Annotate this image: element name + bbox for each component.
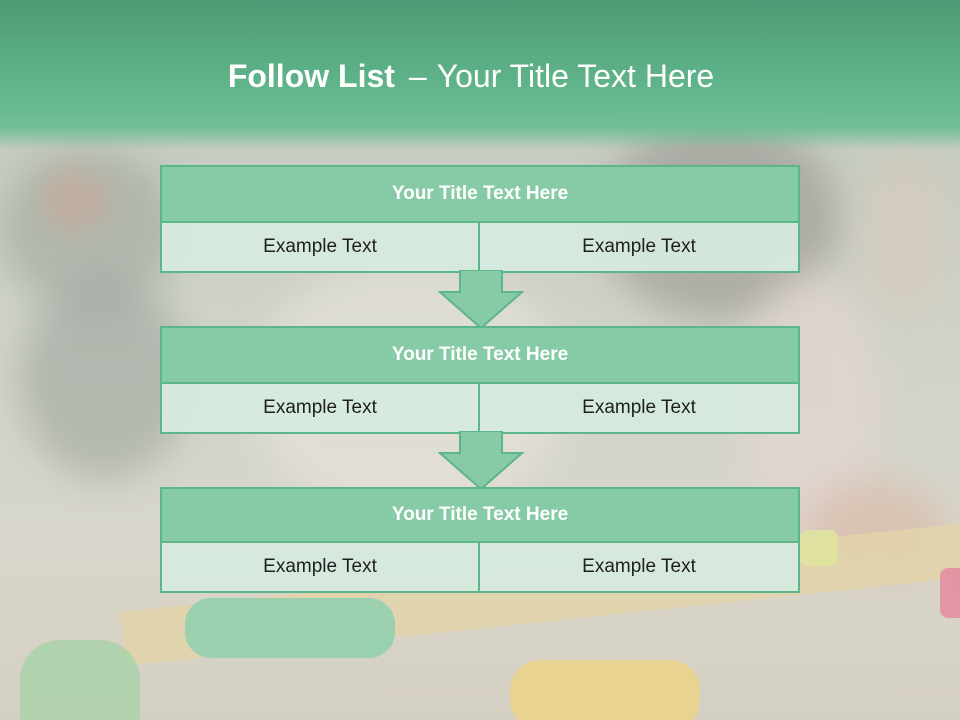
- step-title: Your Title Text Here: [160, 165, 800, 223]
- step-cell-right: Example Text: [478, 384, 800, 434]
- step-row: Example Text Example Text: [160, 223, 800, 273]
- slide-title: Follow List–Your Title Text Here: [0, 56, 942, 96]
- step-row: Example Text Example Text: [160, 543, 800, 593]
- down-arrow-icon: [438, 270, 524, 330]
- step-cell-right: Example Text: [478, 223, 800, 273]
- step-cell-left: Example Text: [160, 543, 480, 593]
- step-block-1: Your Title Text Here Example Text Exampl…: [160, 165, 800, 273]
- step-cell-right: Example Text: [478, 543, 800, 593]
- title-bold-part: Follow List: [227, 58, 395, 94]
- step-cell-left: Example Text: [160, 223, 480, 273]
- step-title: Your Title Text Here: [160, 326, 800, 384]
- title-rest-part: Your Title Text Here: [436, 58, 715, 94]
- title-banner: Follow List–Your Title Text Here: [0, 0, 960, 150]
- step-row: Example Text Example Text: [160, 384, 800, 434]
- step-block-3: Your Title Text Here Example Text Exampl…: [160, 487, 800, 593]
- title-separator: –: [408, 58, 427, 94]
- step-cell-left: Example Text: [160, 384, 480, 434]
- down-arrow-icon: [438, 431, 524, 491]
- step-title: Your Title Text Here: [160, 487, 800, 543]
- step-block-2: Your Title Text Here Example Text Exampl…: [160, 326, 800, 434]
